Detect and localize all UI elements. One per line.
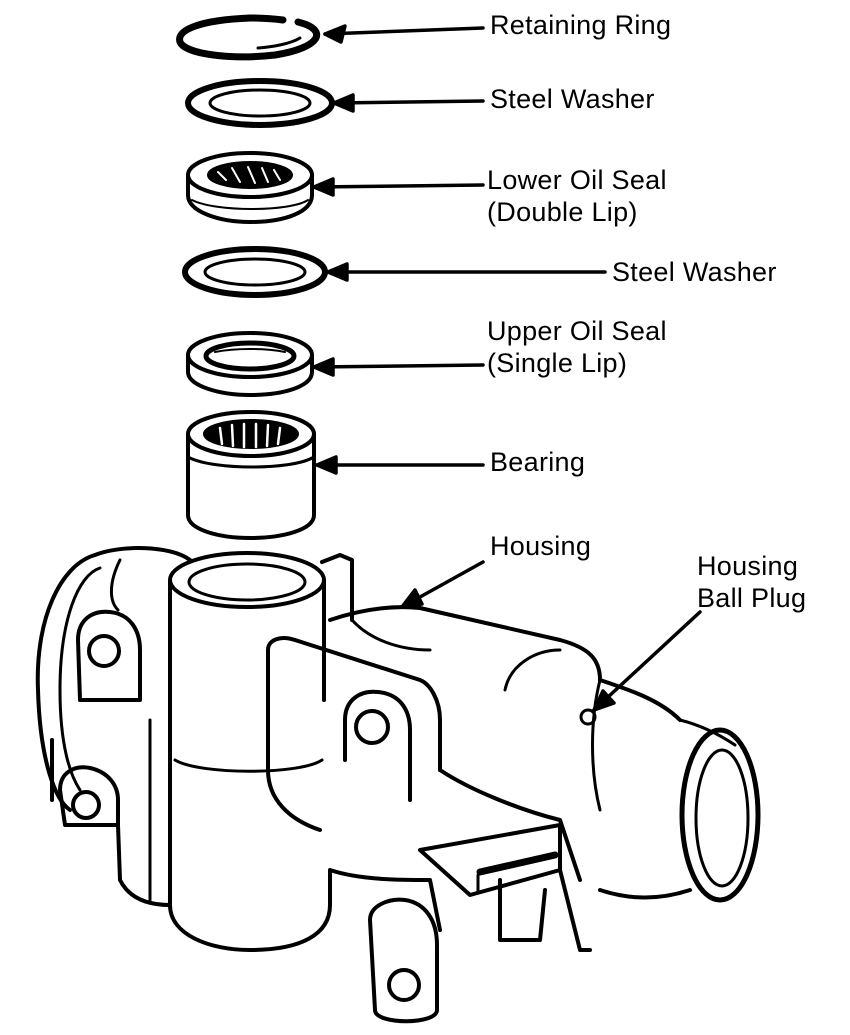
retaining-ring xyxy=(176,14,321,61)
label-upper-oil-seal-line1: Upper Oil Seal xyxy=(487,316,667,346)
leader-steel-washer-top xyxy=(332,99,485,105)
housing xyxy=(35,546,761,1024)
label-housing: Housing xyxy=(490,531,592,561)
label-housing-ball-plug-line2: Ball Plug xyxy=(697,583,807,613)
label-housing-ball-plug: Housing Ball Plug xyxy=(697,550,806,614)
leader-lines xyxy=(312,24,702,712)
arrowhead-steel-washer-top xyxy=(332,93,355,113)
label-steel-washer-lower: Steel Washer xyxy=(612,257,777,287)
label-bearing: Bearing xyxy=(490,447,586,477)
bearing xyxy=(186,410,316,540)
label-housing-ball-plug-line1: Housing xyxy=(697,551,799,581)
arrowhead-housing xyxy=(400,588,424,609)
arrowhead-housing-ball-plug xyxy=(592,689,616,712)
arrowhead-retaining-ring xyxy=(323,24,347,44)
arrowhead-upper-oil-seal xyxy=(312,357,335,377)
label-lower-oil-seal-line2: (Double Lip) xyxy=(487,197,638,227)
label-steel-washer-top: Steel Washer xyxy=(490,84,655,114)
arrowhead-lower-oil-seal xyxy=(312,177,335,197)
leader-upper-oil-seal xyxy=(312,363,485,369)
label-upper-oil-seal-line2: (Single Lip) xyxy=(487,348,628,378)
leader-housing-ball-plug xyxy=(592,610,702,712)
lower-oil-seal xyxy=(186,151,314,224)
leader-retaining-ring xyxy=(323,26,485,36)
arrowhead-steel-washer-lower xyxy=(326,262,349,282)
label-lower-oil-seal: Lower Oil Seal (Double Lip) xyxy=(487,164,667,228)
label-upper-oil-seal: Upper Oil Seal (Single Lip) xyxy=(487,315,667,379)
label-lower-oil-seal-line1: Lower Oil Seal xyxy=(487,165,667,195)
label-retaining-ring: Retaining Ring xyxy=(490,10,672,40)
upper-oil-seal xyxy=(186,331,314,397)
leader-lower-oil-seal xyxy=(312,183,485,189)
steel-washer-lower xyxy=(182,246,328,298)
arrowhead-bearing xyxy=(315,455,338,475)
steel-washer-top xyxy=(185,78,335,128)
